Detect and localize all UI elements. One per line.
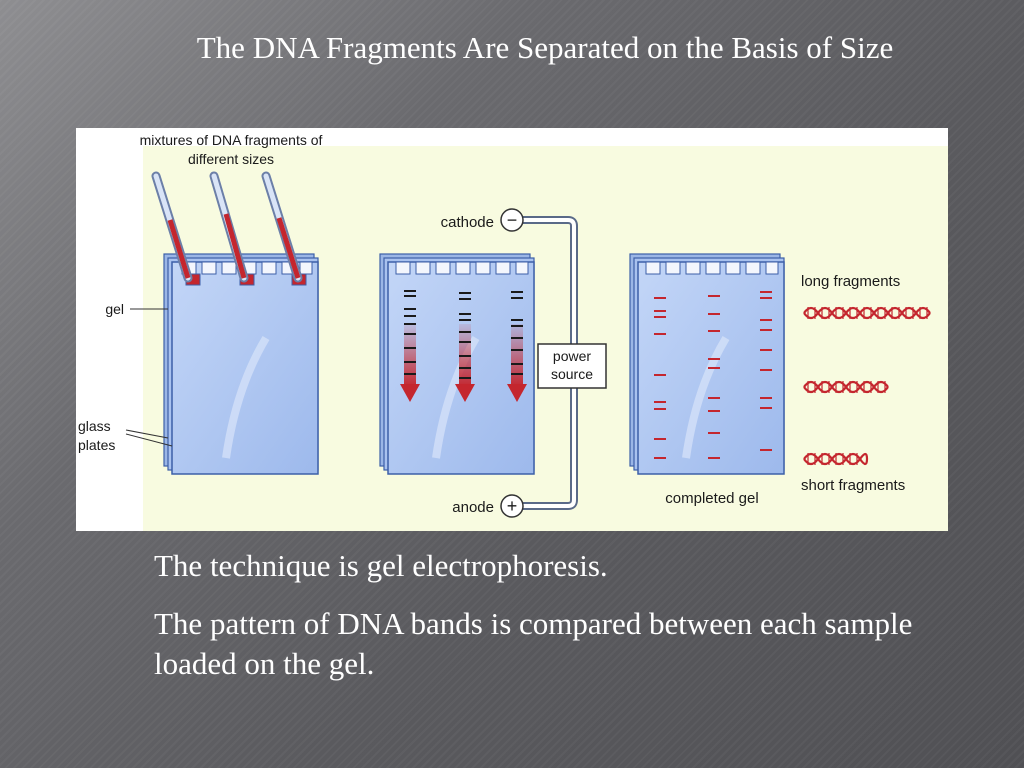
long-fragments-label: long fragments [801, 273, 900, 290]
short-fragments-label: short fragments [801, 477, 905, 494]
pipettes [151, 171, 303, 283]
electrophoresis-figure: mixtures of DNA fragments of different s… [76, 128, 948, 531]
mixtures-label-line2: different sizes [188, 151, 274, 167]
glass-label-line2: plates [78, 437, 115, 453]
power-label-line2: source [551, 366, 593, 382]
separated-bands [654, 291, 772, 459]
glass-label-line1: glass [78, 418, 111, 434]
pipette [151, 171, 193, 283]
gel-completed [629, 253, 785, 475]
minus-sign: − [507, 210, 518, 230]
caption-pattern: The pattern of DNA bands is compared bet… [154, 606, 913, 681]
migrating-lane [455, 292, 475, 402]
gel-slab [171, 261, 319, 475]
dna-helix-short [803, 452, 869, 466]
pipette [261, 171, 303, 283]
mixtures-label-line1: mixtures of DNA fragments of [140, 132, 323, 148]
anode-label: anode [452, 499, 494, 516]
cathode-terminal [500, 208, 524, 232]
gel-running [379, 253, 535, 475]
completed-gel-label: completed gel [665, 490, 758, 507]
gel-loading [163, 253, 319, 475]
pipette [209, 171, 249, 283]
dna-helix-long [803, 306, 931, 320]
glass-leader-line [125, 429, 169, 439]
electrical-circuit: power source − + [500, 208, 607, 518]
anode-terminal [500, 494, 524, 518]
gel-label: gel [105, 301, 124, 317]
migrating-lane [400, 290, 420, 402]
migrating-lane [507, 291, 527, 402]
plus-sign: + [507, 496, 518, 516]
caption-technique: The technique is gel electrophoresis. [154, 548, 608, 583]
cathode-label: cathode [441, 214, 494, 231]
power-source-box [537, 343, 607, 389]
dna-helix-medium [803, 380, 889, 394]
power-label-line1: power [553, 348, 591, 364]
slide-title: The DNA Fragments Are Separated on the B… [196, 30, 894, 65]
